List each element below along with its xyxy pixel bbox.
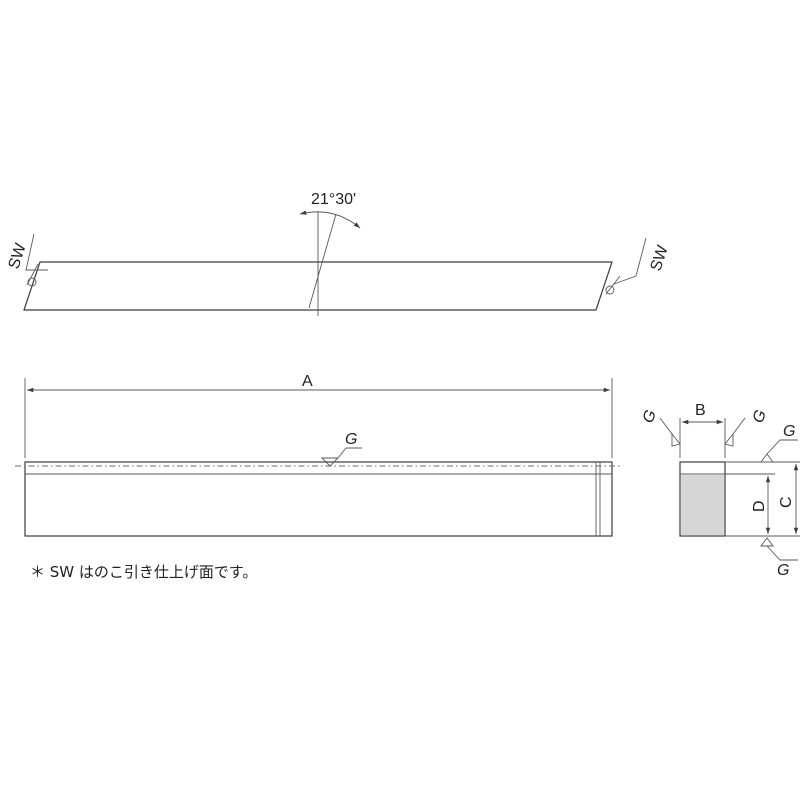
dimension-b-label: B xyxy=(695,402,706,419)
dimension-a-label: A xyxy=(302,373,313,390)
side-g-mark-right-top: G xyxy=(760,423,798,463)
right-sw-symbol: SW xyxy=(605,237,672,295)
side-g-mark-top-left: G xyxy=(640,408,681,447)
side-g-label-right-bottom: G xyxy=(777,562,789,579)
angle-label: 21°30' xyxy=(311,191,356,208)
dimension-c-label: C xyxy=(778,496,795,508)
front-g-label: G xyxy=(345,431,357,448)
side-g-mark-right-bottom: G xyxy=(760,537,798,579)
top-view-outline xyxy=(23,261,613,311)
section-fill xyxy=(681,475,724,535)
front-view: A G xyxy=(15,373,620,537)
angle-arc xyxy=(299,210,361,229)
dimension-d-label: D xyxy=(751,500,768,512)
side-g-label-top-right: G xyxy=(750,408,770,426)
side-view: B G G D C G xyxy=(640,402,800,579)
left-sw-symbol: SW xyxy=(6,233,48,287)
right-sw-label: SW xyxy=(648,243,672,274)
side-g-mark-top-right: G xyxy=(724,408,770,447)
side-g-label-right-top: G xyxy=(783,423,795,440)
front-g-mark: G xyxy=(320,431,362,467)
front-view-body xyxy=(24,461,613,537)
side-g-label-top-left: G xyxy=(640,408,660,426)
angle-inclined-line xyxy=(308,213,337,309)
footnote: ＊ SW はのこ引き仕上げ面です。 xyxy=(30,563,258,581)
top-view: 21°30' SW SW xyxy=(6,191,672,316)
section-outline xyxy=(679,461,726,537)
